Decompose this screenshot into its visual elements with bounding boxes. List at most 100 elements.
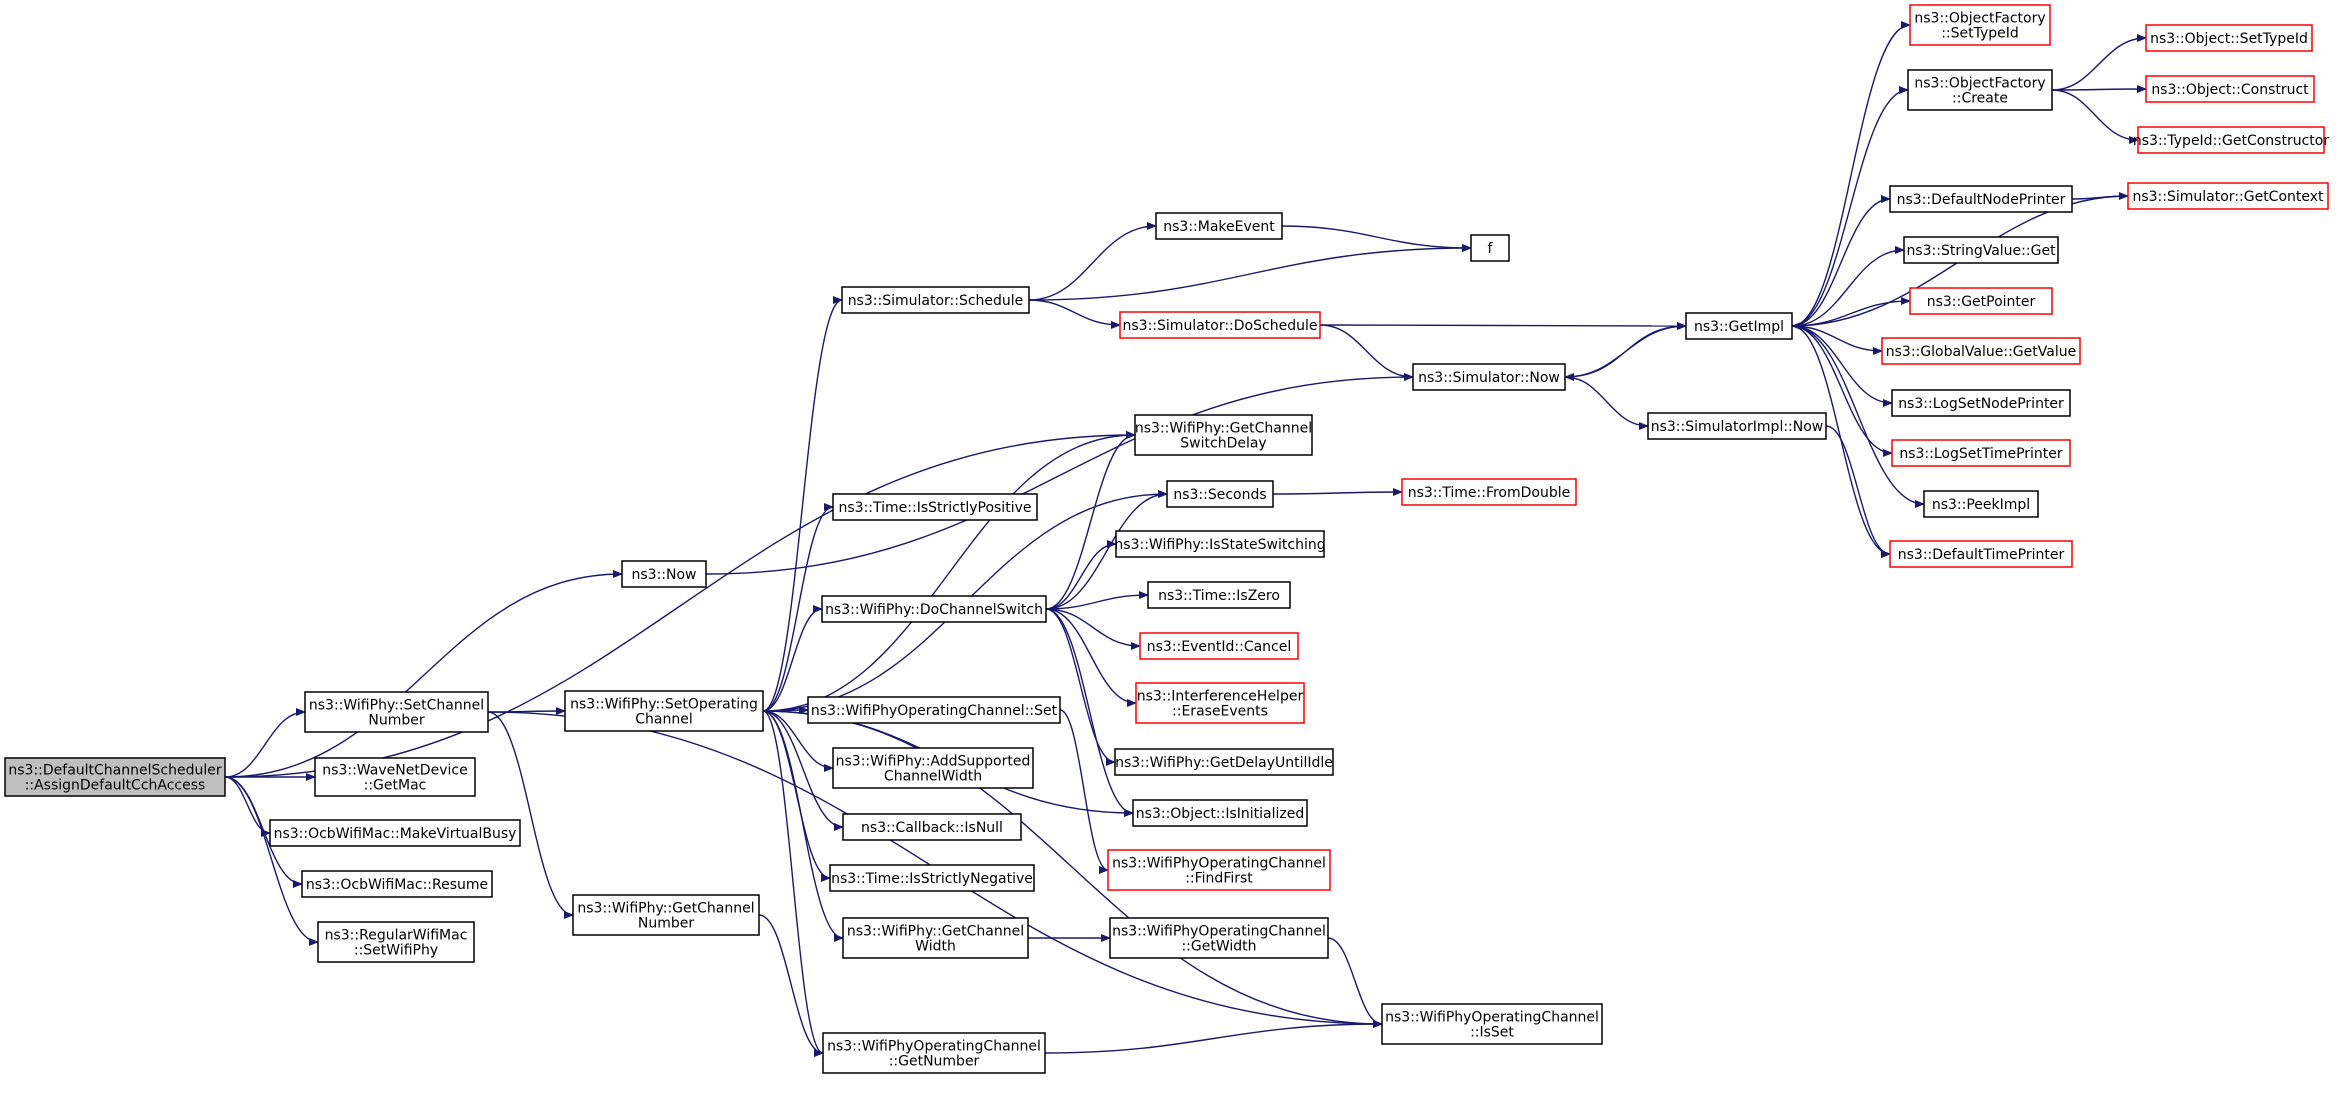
node-label: ns3::Simulator::GetContext xyxy=(2132,189,2324,205)
node-label: ns3::MakeEvent xyxy=(1163,219,1275,235)
node-wpocIsSet[interactable]: ns3::WifiPhyOperatingChannel::IsSet xyxy=(1381,1003,1603,1045)
node-label: ns3::WifiPhyOperatingChannel xyxy=(827,1039,1041,1055)
node-label: ns3::WifiPhy::DoChannelSwitch xyxy=(825,602,1043,618)
node-setWifiPhy[interactable]: ns3::RegularWifiMac::SetWifiPhy xyxy=(317,921,475,963)
node-globalValueGetValue[interactable]: ns3::GlobalValue::GetValue xyxy=(1881,337,2081,365)
node-objectSetTypeId[interactable]: ns3::Object::SetTypeId xyxy=(2145,24,2313,52)
node-simulatorImplNow[interactable]: ns3::SimulatorImpl::Now xyxy=(1647,412,1827,440)
node-resume[interactable]: ns3::OcbWifiMac::Resume xyxy=(301,870,493,898)
node-simulatorNow[interactable]: ns3::Simulator::Now xyxy=(1412,363,1566,391)
node-getDelayUntilIdle[interactable]: ns3::WifiPhy::GetDelayUntilIdle xyxy=(1114,748,1334,776)
node-callbackIsNull[interactable]: ns3::Callback::IsNull xyxy=(842,813,1022,841)
edge-setChannelNumber-to-getChannelNumber xyxy=(487,711,574,919)
edge-doSchedule-to-simulatorNow xyxy=(1319,324,1414,381)
node-label: ::Create xyxy=(1952,91,2008,107)
node-wpocSet[interactable]: ns3::WifiPhyOperatingChannel::Set xyxy=(807,696,1061,724)
edge-root-to-setWifiPhy xyxy=(224,776,319,946)
edge-getImpl-to-logSetNodePrinter xyxy=(1791,325,1893,407)
node-doChannelSwitch[interactable]: ns3::WifiPhy::DoChannelSwitch xyxy=(821,595,1047,623)
node-label: ::GetMac xyxy=(364,778,427,794)
edge-setOperatingChannel-to-callbackIsNull xyxy=(762,710,844,831)
node-eventIdCancel[interactable]: ns3::EventId::Cancel xyxy=(1139,632,1299,660)
node-label: ns3::LogSetTimePrinter xyxy=(1899,446,2063,462)
node-makeVirtualBusy[interactable]: ns3::OcbWifiMac::MakeVirtualBusy xyxy=(269,819,521,847)
edge-doChannelSwitch-to-isStateSwitching xyxy=(1045,540,1117,610)
node-wpocGetNumber[interactable]: ns3::WifiPhyOperatingChannel::GetNumber xyxy=(822,1032,1046,1074)
node-timeIsZero[interactable]: ns3::Time::IsZero xyxy=(1147,581,1291,609)
node-defaultNodePrinter[interactable]: ns3::DefaultNodePrinter xyxy=(1889,185,2073,213)
node-now[interactable]: ns3::Now xyxy=(621,560,707,588)
node-getPointer[interactable]: ns3::GetPointer xyxy=(1909,287,2053,315)
node-timeIsStrictlyPositive[interactable]: ns3::Time::IsStrictlyPositive xyxy=(832,493,1038,521)
node-logSetTimePrinter[interactable]: ns3::LogSetTimePrinter xyxy=(1891,439,2071,467)
edge-getImpl-to-simulatorNow xyxy=(1564,325,1687,381)
node-label: ns3::Time::FromDouble xyxy=(1408,485,1571,501)
node-label: ns3::WifiPhy::GetChannel xyxy=(577,901,754,917)
node-label: ::SetWifiPhy xyxy=(354,943,438,959)
node-eraseEvents[interactable]: ns3::InterferenceHelper::EraseEvents xyxy=(1135,682,1305,724)
node-seconds[interactable]: ns3::Seconds xyxy=(1166,480,1274,508)
edge-getImpl-to-globalValueGetValue xyxy=(1791,325,1883,355)
node-box xyxy=(1119,311,1321,339)
node-peekImpl[interactable]: ns3::PeekImpl xyxy=(1923,490,2039,518)
node-label: ns3::WifiPhy::AddSupported xyxy=(836,754,1031,770)
node-label: ns3::OcbWifiMac::Resume xyxy=(306,877,488,893)
node-box xyxy=(1891,439,2071,467)
node-box xyxy=(1139,632,1299,660)
edge-doChannelSwitch-to-getChannelSwitchDelay xyxy=(1045,431,1136,610)
node-label: ::SetTypeId xyxy=(1941,26,2019,42)
edge-doChannelSwitch-to-timeIsZero xyxy=(1045,591,1149,610)
node-stringValueGet[interactable]: ns3::StringValue::Get xyxy=(1903,236,2059,264)
edge-doChannelSwitch-to-eraseEvents xyxy=(1045,608,1137,707)
node-doSchedule[interactable]: ns3::Simulator::DoSchedule xyxy=(1119,311,1321,339)
node-box xyxy=(1166,480,1274,508)
node-label: ns3::Object::Construct xyxy=(2151,82,2309,98)
edge-ofCreate-to-objectSetTypeId xyxy=(2051,34,2147,91)
edge-doChannelSwitch-to-eventIdCancel xyxy=(1045,608,1141,650)
node-ofSetTypeId[interactable]: ns3::ObjectFactory::SetTypeId xyxy=(1909,4,2051,46)
edge-setOperatingChannel-to-doChannelSwitch xyxy=(762,605,823,712)
node-box xyxy=(1135,682,1305,724)
node-label: ns3::WifiPhy::GetChannel xyxy=(1135,421,1312,437)
node-wpocGetWidth[interactable]: ns3::WifiPhyOperatingChannel::GetWidth xyxy=(1109,917,1329,959)
node-timeFromDouble[interactable]: ns3::Time::FromDouble xyxy=(1401,478,1577,506)
node-box xyxy=(1114,748,1334,776)
edge-schedule-to-doSchedule xyxy=(1028,299,1121,329)
node-box xyxy=(1412,363,1566,391)
node-label: ns3::Simulator::DoSchedule xyxy=(1123,318,1318,334)
node-label: ns3::DefaultChannelScheduler xyxy=(8,763,221,779)
node-simulatorGetContext[interactable]: ns3::Simulator::GetContext xyxy=(2127,182,2329,210)
node-timeIsStrictlyNegative[interactable]: ns3::Time::IsStrictlyNegative xyxy=(829,864,1035,892)
node-defaultTimePrinter[interactable]: ns3::DefaultTimePrinter xyxy=(1889,540,2073,568)
node-box xyxy=(1115,530,1325,558)
node-makeEvent[interactable]: ns3::MakeEvent xyxy=(1155,212,1283,240)
node-label: ChannelWidth xyxy=(884,769,982,785)
node-root[interactable]: ns3::DefaultChannelScheduler::AssignDefa… xyxy=(4,757,226,797)
node-isStateSwitching[interactable]: ns3::WifiPhy::IsStateSwitching xyxy=(1114,530,1326,558)
node-label: ::AssignDefaultCchAccess xyxy=(25,778,206,794)
edge-simulatorNow-to-simulatorImplNow xyxy=(1564,376,1649,430)
node-findFirst[interactable]: ns3::WifiPhyOperatingChannel::FindFirst xyxy=(1107,849,1331,891)
node-objectIsInitialized[interactable]: ns3::Object::IsInitialized xyxy=(1132,799,1308,827)
edge-getImpl-to-ofSetTypeId xyxy=(1791,21,1911,327)
node-box xyxy=(572,894,760,936)
node-box xyxy=(1889,185,2073,213)
node-logSetNodePrinter[interactable]: ns3::LogSetNodePrinter xyxy=(1891,389,2071,417)
node-f[interactable]: f xyxy=(1470,234,1510,262)
node-label: ::IsSet xyxy=(1470,1025,1514,1041)
node-getImpl[interactable]: ns3::GetImpl xyxy=(1685,312,1793,340)
node-getMacWave[interactable]: ns3::WaveNetDevice::GetMac xyxy=(314,757,476,797)
node-label: ns3::WifiPhy::SetChannel xyxy=(309,698,484,714)
node-typeIdGetConstructor[interactable]: ns3::TypeId::GetConstructor xyxy=(2133,126,2329,154)
node-box xyxy=(1470,234,1510,262)
node-schedule[interactable]: ns3::Simulator::Schedule xyxy=(841,286,1030,314)
node-ofCreate[interactable]: ns3::ObjectFactory::Create xyxy=(1907,69,2053,111)
node-objectConstruct[interactable]: ns3::Object::Construct xyxy=(2145,75,2315,103)
node-box xyxy=(832,493,1038,521)
